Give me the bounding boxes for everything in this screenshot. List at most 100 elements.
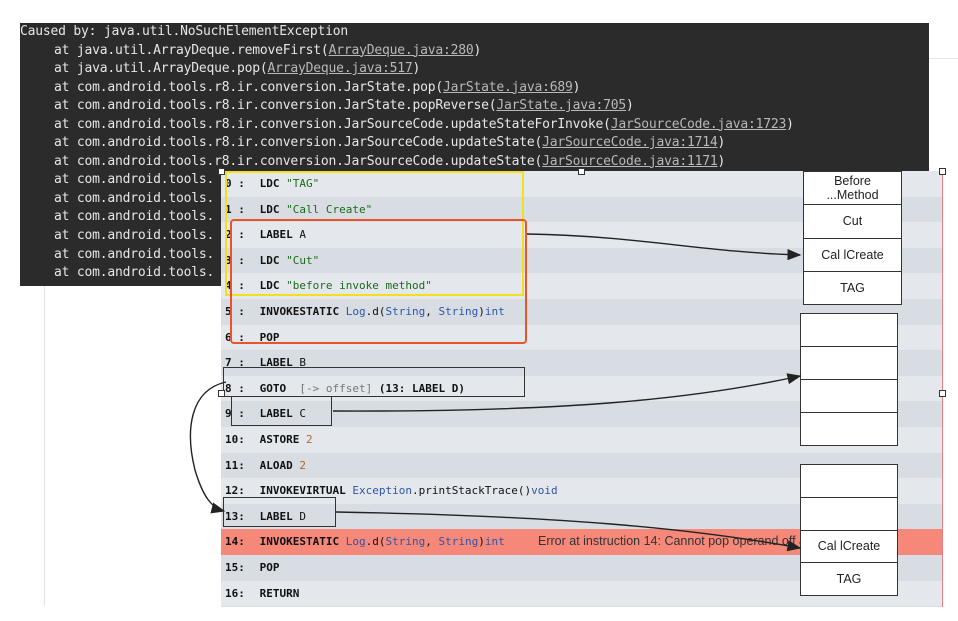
instruction-index: 12: [225,484,245,498]
highlight-label-c [231,396,332,426]
trace-source-link[interactable]: JarState.java:705 [496,98,627,114]
instruction-index: 5 : [225,305,245,318]
stack-slot [800,496,898,531]
trace-frame-text: at com.android.tools. [54,190,215,206]
instruction-index: 11: [225,458,245,472]
instruction-index: 6 : [225,330,245,344]
instruction-index: 7 : [225,356,245,370]
instruction-row[interactable]: 15: POP [221,555,942,581]
instruction-index: 4 : [225,279,245,293]
opcode: LABEL [253,509,300,523]
instruction-index: 8 : [225,381,245,395]
instruction-row[interactable]: 13: LABEL D [221,504,942,530]
operand: , [425,535,439,549]
instruction-index: 15: [225,561,245,574]
highlight-goto [223,367,525,397]
caused-by-line: Caused by: java.util.NoSuchElementExcept… [20,24,348,39]
trace-frame-tail: ) [717,153,726,169]
operand: int [484,305,505,318]
operand: "Cut" [286,253,320,267]
trace-frame-tail: ) [412,61,421,77]
opcode: ALOAD [253,458,300,472]
stack-trace-line: at com.android.tools.r8.ir.conversion.Ja… [20,153,929,172]
opcode: LABEL [253,228,300,242]
stack-slot [800,346,898,380]
selection-handle[interactable] [939,168,946,175]
stack-trace-line: at com.android.tools. [20,227,929,246]
operand: ) [478,305,485,318]
selection-handle[interactable] [218,168,225,175]
operand: C [299,407,306,421]
operand: .printStackTrace() [411,484,532,498]
stack-slot: Cal lCreate [800,529,898,564]
trace-frame-text: at com.android.tools. [54,246,215,262]
opcode: LDC [253,253,287,267]
operand: String [385,305,426,318]
opcode: RETURN [253,586,306,600]
opcode: INVOKESTATIC [253,535,346,549]
instruction-row[interactable]: 11: ALOAD 2 [221,453,942,479]
trace-frame-text: at com.android.tools.r8.ir.conversion.Ja… [54,153,543,169]
trace-frame-text: at com.android.tools. [54,228,215,244]
stack-trace-line: at java.util.ArrayDeque.pop(ArrayDeque.j… [20,60,929,79]
stack-trace-line: at com.android.tools.r8.ir.conversion.Ja… [20,116,929,135]
operand: A [299,228,306,242]
stack-slot: Before ...Method [803,171,902,206]
instruction-index: 0 : [225,177,245,190]
instruction-row[interactable]: 9 : LABEL C [221,401,942,427]
operand: Log [345,535,366,549]
operand: .d( [365,305,386,318]
instruction-index: 3 : [225,253,245,267]
trace-source-link[interactable]: JarSourceCode.java:1723 [610,116,787,132]
trace-frame-tail: ) [572,79,581,95]
operand: String [385,535,426,549]
instruction-index: 14: [225,535,245,549]
stack-slot [800,464,898,498]
operand: 2 [305,433,313,446]
stack-trace-line: at java.util.ArrayDeque.removeFirst(Arra… [20,42,929,61]
stack-trace-line: at com.android.tools. [20,246,929,265]
stack-slot: TAG [800,562,898,596]
trace-source-link[interactable]: ArrayDeque.java:280 [328,42,474,58]
operand: "TAG" [286,177,320,190]
trace-frame-text: at com.android.tools. [54,172,215,188]
trace-frame-tail: ) [473,42,482,58]
trace-frame-text: at com.android.tools.r8.ir.conversion.Ja… [54,116,611,132]
instruction-index: 2 : [225,228,245,242]
trace-source-link[interactable]: JarSourceCode.java:1714 [542,135,718,151]
instruction-row[interactable]: 1 : LDC "Call Create" [221,197,942,223]
trace-source-link[interactable]: JarState.java:689 [442,79,573,95]
stack-trace-console: Caused by: java.util.NoSuchElementExcept… [20,23,929,286]
opcode: LABEL [253,356,300,370]
instruction-row[interactable]: 7 : LABEL B [221,350,942,376]
stack-slot [800,379,898,413]
stack-trace-line: at com.android.tools.r8.ir.conversion.Ja… [20,97,929,116]
operand: "Call Create" [286,202,373,216]
page-divider-left [44,286,45,606]
highlight-orange-log-call [230,219,527,344]
trace-frame-text: at java.util.ArrayDeque.pop( [54,61,268,77]
opcode: POP [253,561,287,574]
instruction-index: 13: [225,509,245,523]
trace-source-link[interactable]: JarSourceCode.java:1171 [542,153,718,169]
selection-handle[interactable] [218,390,225,397]
selection-handle[interactable] [939,390,946,397]
instruction-row[interactable]: 5 : INVOKESTATIC Log.d(String, String)in… [221,299,942,325]
trace-frame-tail: ) [626,98,634,114]
trace-frame-text: at com.android.tools. [54,265,215,281]
instruction-index: 9 : [225,407,245,421]
opcode: GOTO [253,381,293,395]
highlight-label-d [223,497,336,527]
opcode: INVOKESTATIC [253,305,346,318]
stack-trace-line: at com.android.tools.r8.ir.conversion.Ja… [20,79,929,98]
stack-slot: Cal lCreate [803,237,902,272]
instruction-index: 16: [225,586,245,600]
selection-handle[interactable] [578,168,585,175]
operand: 2 [299,458,306,472]
instruction-row[interactable]: 3 : LDC "Cut" [221,248,942,274]
stack-slot: TAG [803,270,902,305]
trace-frame-text: at com.android.tools.r8.ir.conversion.Ja… [54,79,443,95]
trace-source-link[interactable]: ArrayDeque.java:517 [267,61,413,77]
